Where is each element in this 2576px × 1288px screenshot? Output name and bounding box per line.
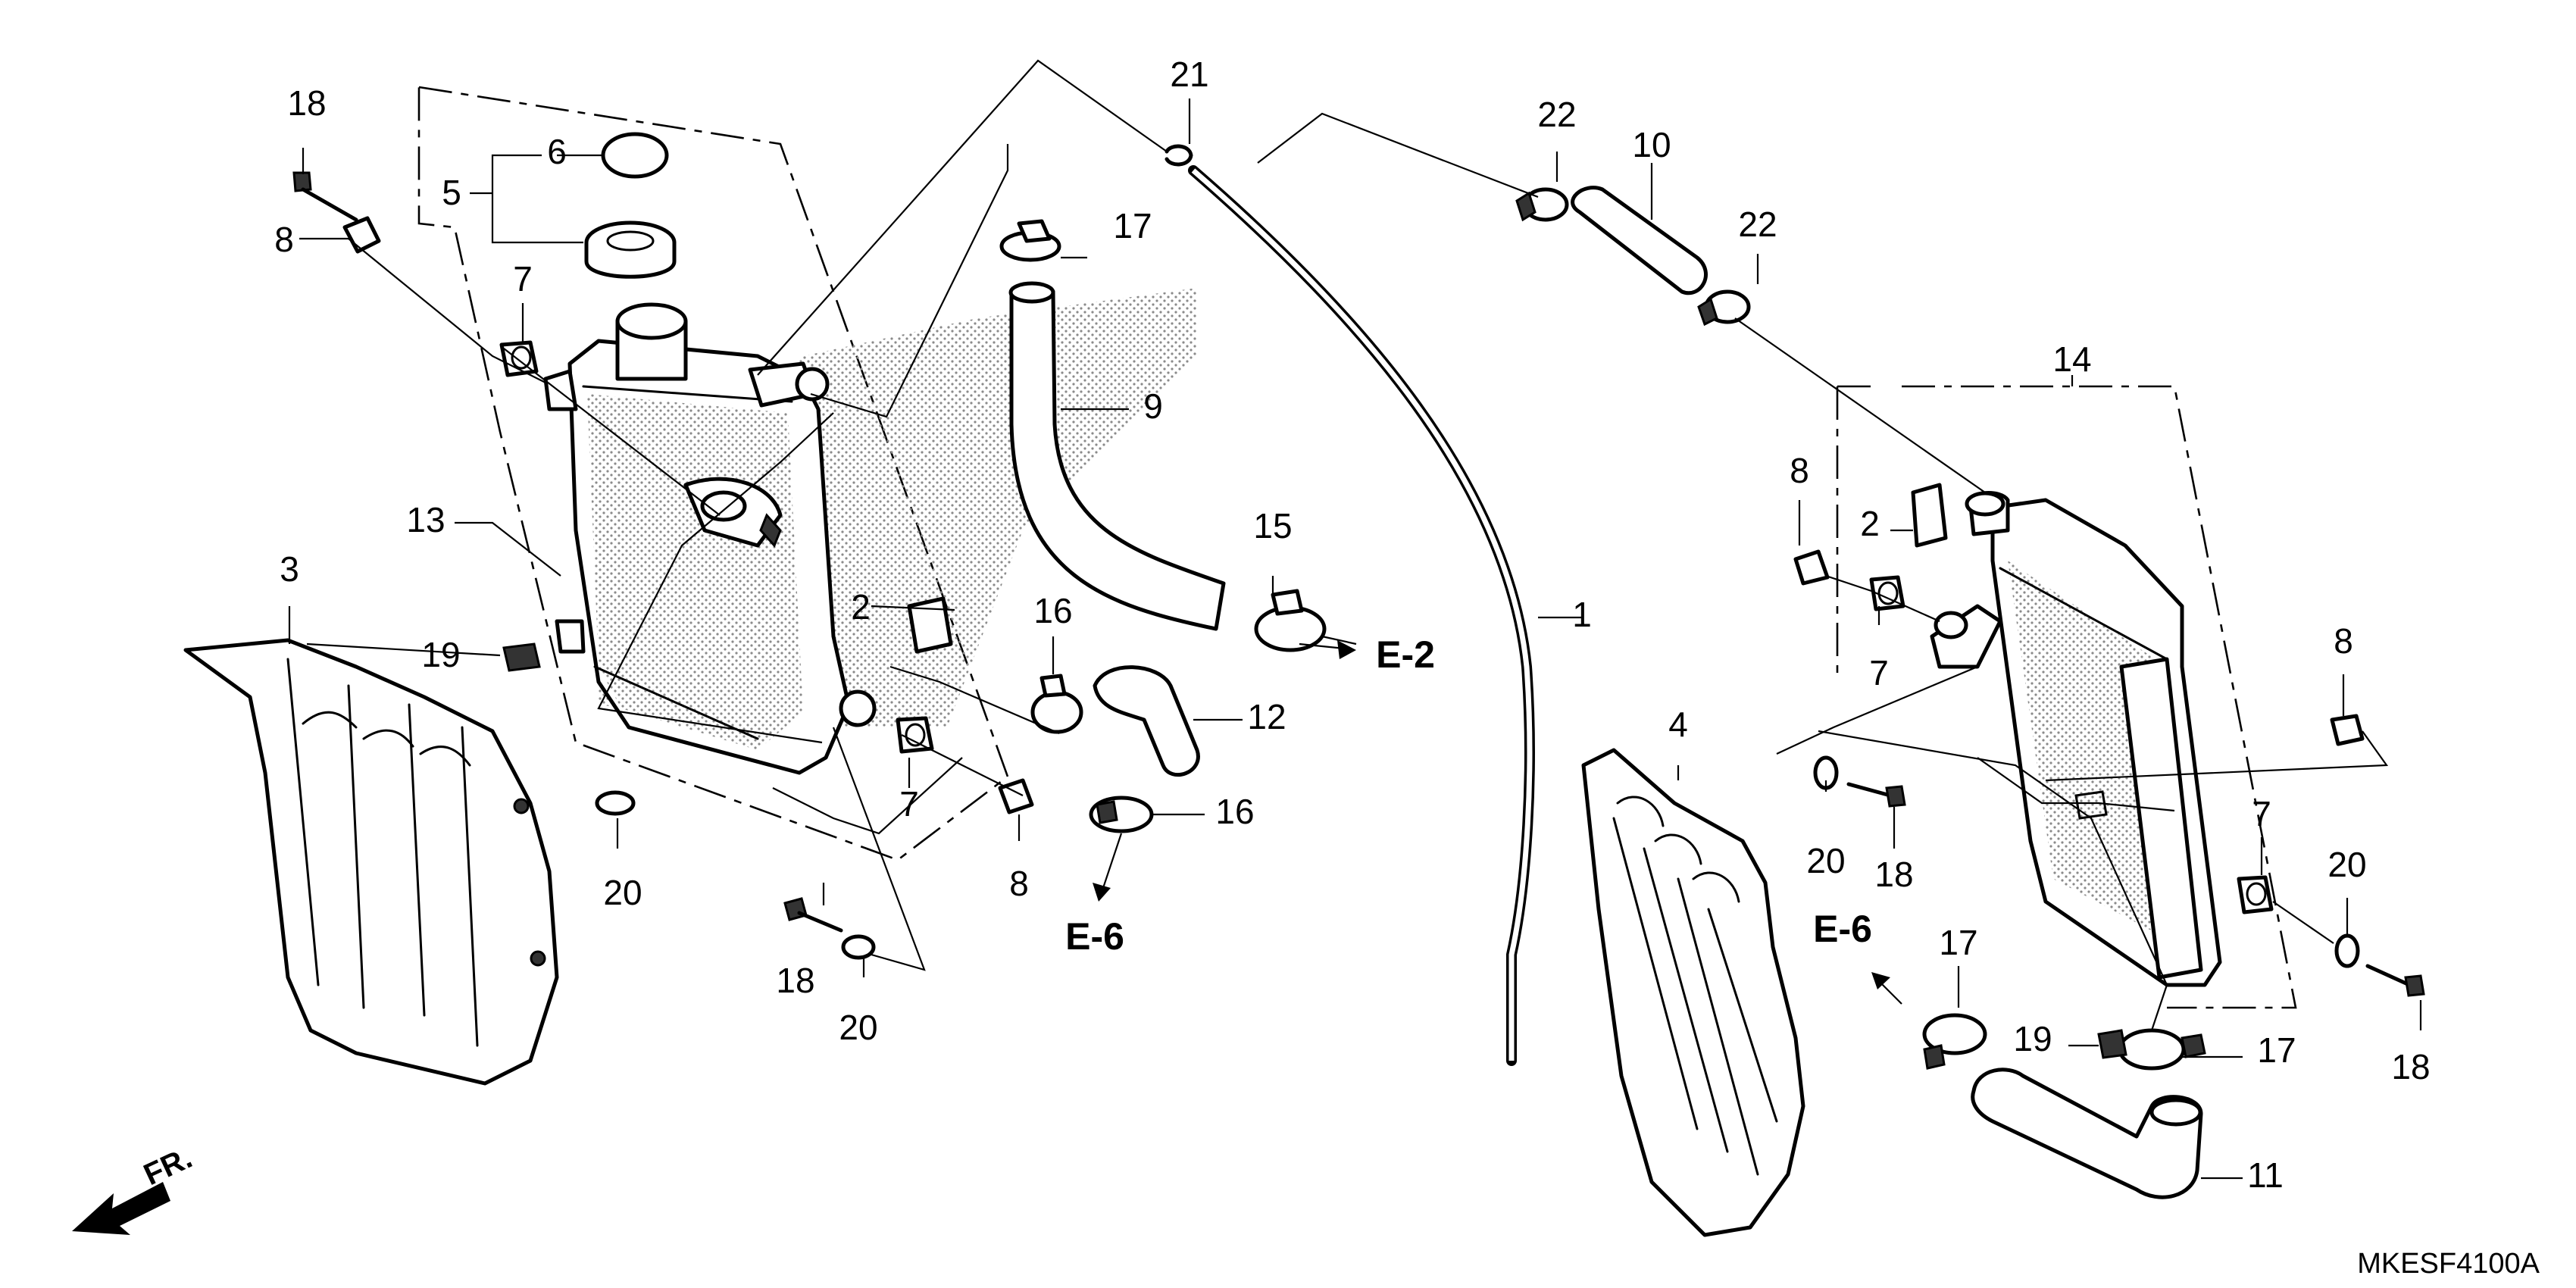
washer-20-right-far	[2334, 933, 2360, 968]
right-radiator-14	[1930, 491, 2222, 987]
cap-seal-6	[601, 132, 669, 179]
group-13-outline	[417, 86, 1009, 861]
callout-8: 8	[2334, 621, 2353, 661]
callout-20: 20	[1806, 841, 1845, 880]
callout-14: 14	[2052, 339, 2091, 379]
callout-3: 3	[280, 549, 299, 589]
callout-2: 2	[851, 587, 871, 627]
callout-5: 5	[442, 173, 461, 212]
callout-17: 17	[1939, 923, 1977, 962]
front-arrow-icon	[72, 1182, 170, 1235]
front-label: FR.	[139, 1141, 197, 1192]
grommet-8-right-left	[1793, 549, 1830, 586]
callout-16: 16	[1215, 792, 1254, 831]
grommet-8-top-left	[342, 216, 381, 254]
arrow-head-e6-left	[1093, 883, 1111, 902]
callout-7: 7	[899, 784, 919, 824]
leader-lines	[288, 59, 2422, 1180]
callout-7: 7	[1869, 653, 1889, 692]
callout-22: 22	[1738, 205, 1777, 244]
reference-e2: E-2	[1376, 633, 1435, 676]
callout-9: 9	[1143, 386, 1163, 426]
bolt-18-left-bottom	[783, 897, 843, 933]
diagram-code: MKESF4100A	[2357, 1248, 2540, 1280]
callout-20: 20	[839, 1008, 877, 1047]
callout-20: 20	[2327, 845, 2366, 884]
bolt-18-right-left	[1846, 782, 1906, 808]
hose-11	[1971, 1068, 2203, 1199]
sponge-2-left	[907, 596, 953, 654]
callout-15: 15	[1253, 506, 1292, 546]
callout-8: 8	[1790, 451, 1809, 490]
callout-19: 19	[421, 635, 460, 674]
clip-21	[1165, 144, 1193, 167]
left-radiator-13	[543, 302, 877, 775]
callout-13: 13	[406, 500, 445, 539]
callout-20: 20	[603, 873, 642, 912]
group-14-outline	[1836, 385, 2297, 1009]
bolt-18-right-far	[2365, 964, 2425, 997]
front-direction-indicator: FR.	[72, 1141, 197, 1235]
callout-18: 18	[776, 961, 814, 1000]
left-shroud-3	[183, 638, 559, 1086]
bolt-18-top-left	[292, 171, 358, 222]
grommet-8-right-far	[2330, 714, 2365, 746]
callout-8: 8	[1009, 864, 1029, 903]
callout-11: 11	[2247, 1155, 2284, 1195]
right-shroud-4	[1581, 748, 1805, 1237]
clip-19-left	[502, 642, 541, 672]
callout-10: 10	[1632, 125, 1671, 164]
clamp-15	[1254, 589, 1327, 652]
clamp-16-bottom	[1089, 796, 1154, 833]
overflow-tube-1-inner	[1191, 168, 1533, 1061]
hose-10	[1571, 186, 1708, 295]
grommet-8-left-bottom	[998, 778, 1034, 814]
callout-21: 21	[1170, 55, 1208, 94]
washer-20-left-lower	[841, 934, 876, 960]
callout-7: 7	[2252, 794, 2271, 833]
reference-e6: E-6	[1065, 915, 1124, 958]
rubber-7-right-bottom	[2237, 875, 2274, 914]
rubber-7-left-bottom	[896, 716, 934, 754]
hose-12	[1093, 665, 1200, 777]
sponge-2-right	[1911, 483, 1948, 548]
arrow-head-e2	[1337, 640, 1356, 659]
callout-4: 4	[1668, 705, 1688, 744]
washer-20-left	[595, 790, 636, 816]
callout-22: 22	[1537, 95, 1576, 134]
reference-e6: E-6	[1813, 908, 1872, 950]
arrow-head-e6-right	[1871, 972, 1890, 989]
clamp-17-bottom-right	[2118, 1028, 2206, 1071]
callout-12: 12	[1247, 697, 1286, 736]
overflow-tube-1	[1188, 165, 1535, 1066]
callout-17: 17	[2257, 1030, 2296, 1070]
clamp-22-bottom	[1697, 289, 1751, 327]
radiator-cap-5	[584, 220, 677, 279]
callout-18: 18	[287, 83, 326, 123]
callout-2: 2	[1860, 504, 1880, 543]
clamp-16-top	[1030, 674, 1083, 734]
callout-8: 8	[274, 220, 294, 259]
callout-1: 1	[1572, 595, 1592, 634]
callout-18: 18	[2391, 1047, 2430, 1086]
clip-19-right	[2097, 1029, 2127, 1059]
callout-16: 16	[1033, 591, 1072, 630]
callout-18: 18	[1874, 855, 1913, 894]
callout-17: 17	[1113, 206, 1152, 245]
clamp-17-bottom-left	[1922, 1013, 1987, 1070]
clamp-17-top	[999, 219, 1061, 262]
clamp-22-top	[1515, 187, 1569, 222]
callout-7: 7	[513, 259, 533, 299]
callout-19: 19	[2013, 1019, 2052, 1058]
callout-6: 6	[547, 132, 567, 171]
